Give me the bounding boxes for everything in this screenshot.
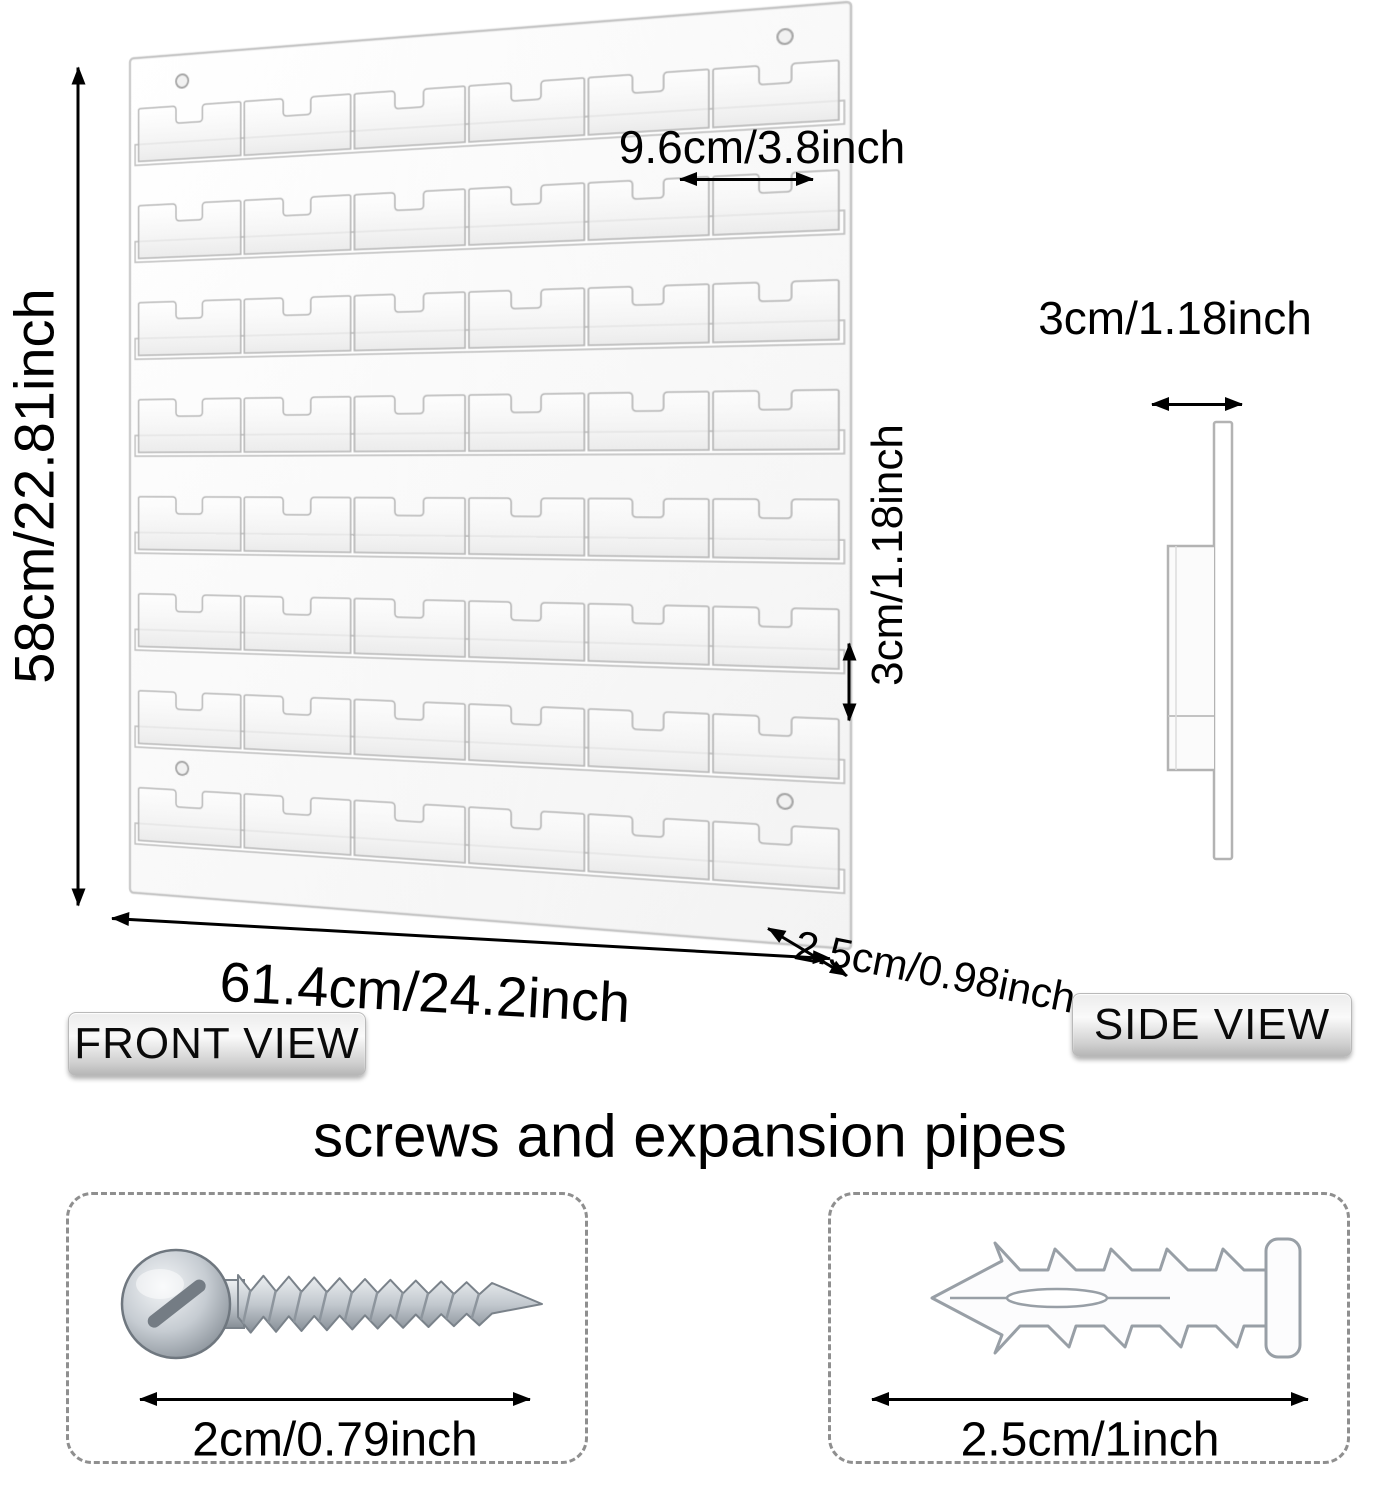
front-view-graphic xyxy=(127,0,856,954)
card-pocket xyxy=(139,102,241,162)
pocket-grid xyxy=(135,60,844,893)
anchor-graphic xyxy=(930,1237,1302,1359)
card-pocket xyxy=(588,177,708,240)
pocket-height-label: 3cm/1.18inch xyxy=(863,424,912,686)
screw-hole xyxy=(777,794,792,810)
card-pocket xyxy=(713,280,839,343)
card-pocket xyxy=(244,596,350,653)
side-depth-label: 3cm/1.18inch xyxy=(1038,292,1312,344)
front-view-badge-label: FRONT VIEW xyxy=(74,1019,360,1068)
card-pocket xyxy=(713,714,839,779)
card-pocket xyxy=(139,299,241,355)
card-pocket xyxy=(588,709,708,772)
screw-hole xyxy=(176,74,188,88)
card-pocket xyxy=(244,195,350,254)
screw-hole xyxy=(176,761,188,775)
card-pocket xyxy=(244,497,350,552)
card-pocket xyxy=(469,807,584,871)
card-pocket xyxy=(139,594,241,650)
pocket-width-arrow xyxy=(679,172,814,186)
card-pocket xyxy=(588,392,708,451)
card-pocket xyxy=(588,498,708,557)
side-depth-arrow xyxy=(1151,397,1243,411)
card-pocket xyxy=(469,704,584,766)
side-view-badge: SIDE VIEW xyxy=(1072,993,1352,1057)
card-pocket xyxy=(713,499,839,559)
screw-shaft xyxy=(237,1274,543,1334)
card-pocket xyxy=(354,800,465,862)
screw-length-label: 2cm/0.79inch xyxy=(192,1413,478,1467)
hardware-heading: screws and expansion pipes xyxy=(313,1102,1067,1170)
card-pocket xyxy=(244,794,350,855)
side-pocket-profile xyxy=(1166,544,1214,772)
pocket-height-arrow xyxy=(847,643,851,721)
front-view-badge: FRONT VIEW xyxy=(68,1012,366,1076)
height-dimension-arrow xyxy=(76,67,80,906)
card-pocket xyxy=(713,390,839,450)
card-pocket xyxy=(139,398,241,452)
card-pocket xyxy=(139,788,241,848)
screw-shaft-group xyxy=(237,1274,543,1334)
card-pocket xyxy=(244,296,350,353)
card-pocket xyxy=(469,498,584,556)
card-pocket xyxy=(713,170,839,235)
card-pocket xyxy=(469,183,584,245)
screw-slot xyxy=(147,1279,206,1328)
side-panel-edge xyxy=(1212,420,1234,861)
screw-head-highlight xyxy=(136,1269,184,1299)
card-pocket xyxy=(588,604,708,665)
card-pocket xyxy=(139,201,241,259)
card-pocket xyxy=(469,601,584,661)
card-pocket xyxy=(713,821,839,888)
card-pocket xyxy=(139,691,241,749)
card-pocket xyxy=(354,498,465,554)
card-pocket xyxy=(244,94,350,155)
card-pocket xyxy=(588,284,708,345)
anchor-slot-opening xyxy=(1005,1287,1109,1309)
card-pocket xyxy=(244,695,350,754)
front-view-assembly xyxy=(127,0,856,954)
card-pocket xyxy=(713,60,839,127)
side-view-badge-label: SIDE VIEW xyxy=(1093,1000,1331,1049)
anchor-collar xyxy=(1264,1237,1302,1359)
card-pocket xyxy=(469,78,584,142)
card-pocket xyxy=(713,606,839,668)
anchor-length-arrow xyxy=(871,1392,1309,1406)
side-view-graphic xyxy=(1166,420,1234,861)
card-pocket xyxy=(588,814,708,879)
screw-hole xyxy=(777,29,792,45)
card-pocket xyxy=(469,288,584,348)
card-pocket xyxy=(354,598,465,656)
screw-length-arrow xyxy=(139,1392,531,1406)
anchor-box xyxy=(828,1192,1350,1464)
card-pocket xyxy=(469,393,584,451)
card-pocket xyxy=(244,397,350,452)
screw-graphic xyxy=(120,1248,543,1360)
pocket-width-label: 9.6cm/3.8inch xyxy=(618,121,906,173)
card-pocket xyxy=(588,69,708,135)
anchor-length-label: 2.5cm/1inch xyxy=(960,1413,1220,1467)
card-pocket xyxy=(354,395,465,451)
card-pocket xyxy=(354,189,465,250)
card-pocket xyxy=(354,292,465,350)
depth-dimension-label: 2.5cm/0.98inch xyxy=(790,921,1080,1022)
height-dimension-label: 58cm/22.81inch xyxy=(2,288,66,684)
card-pocket xyxy=(354,86,465,149)
card-pocket xyxy=(139,497,241,551)
card-pocket xyxy=(354,699,465,759)
